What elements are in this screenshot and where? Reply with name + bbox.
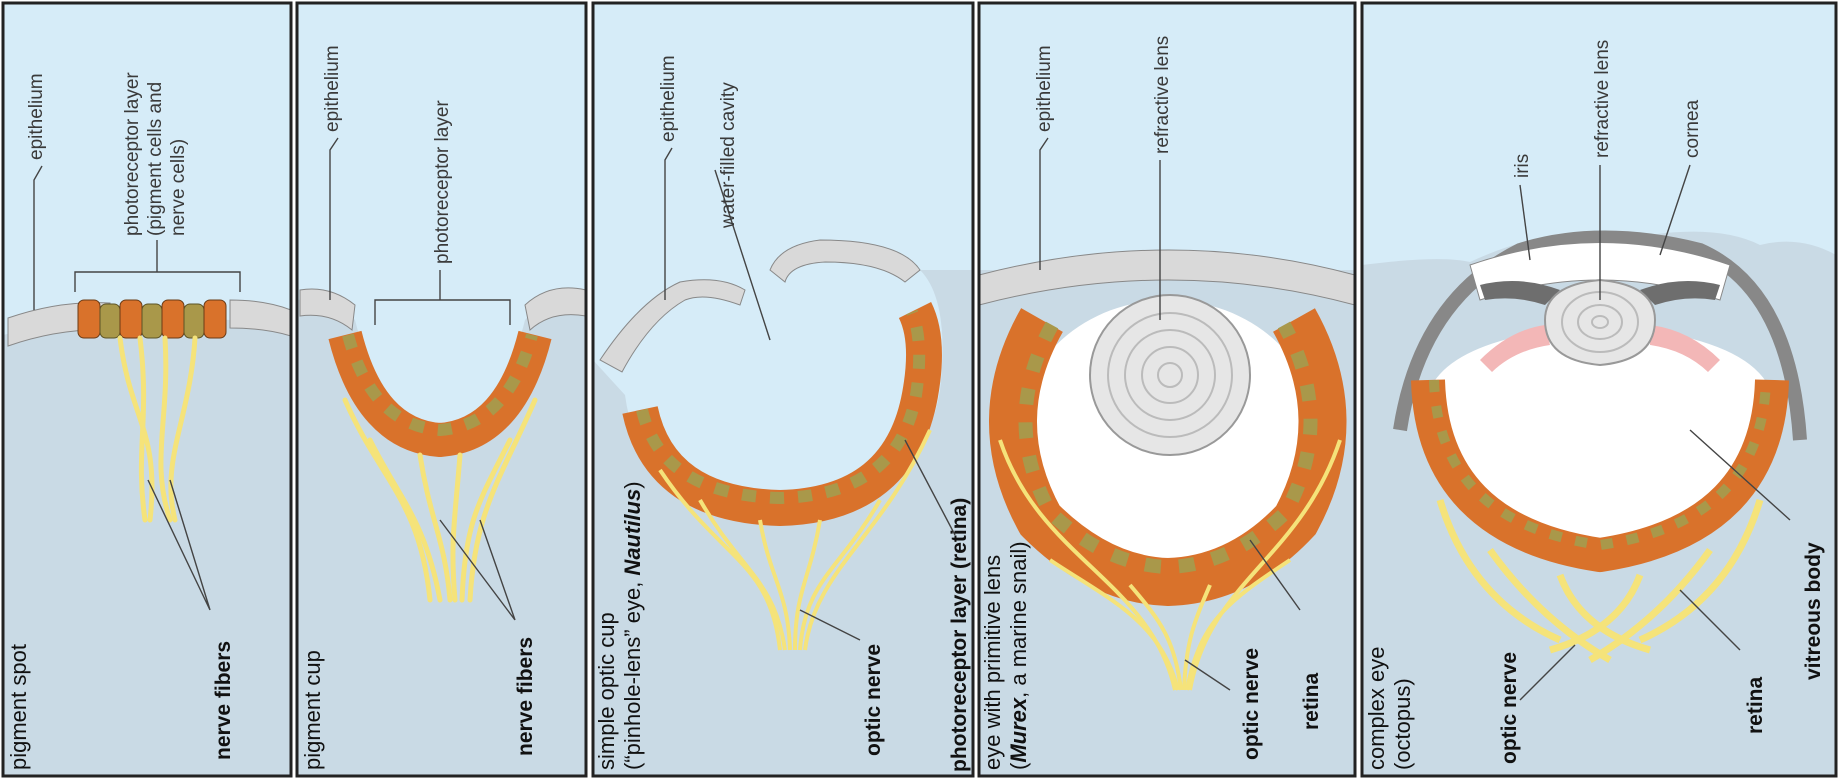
label-retina: photoreceptor layer (retina)	[948, 498, 971, 772]
label-epithelium: epithelium	[1034, 45, 1055, 132]
label-epithelium: epithelium	[26, 73, 47, 160]
label-water-cavity: water-filled cavity	[718, 82, 739, 229]
label-iris: iris	[1512, 154, 1533, 178]
panel-title-line2: (Murex, a marine snail)	[1006, 541, 1031, 770]
refractive-lens	[1090, 295, 1250, 455]
label-retina: retina	[1300, 672, 1323, 730]
label-photoreceptor: photoreceptor layer	[432, 100, 453, 264]
panel-simple-optic-cup: epithelium water-filled cavity optic ner…	[593, 3, 973, 776]
panel-title-line1: simple optic cup	[594, 612, 619, 770]
panel-title: pigment spot	[6, 644, 31, 770]
label-cornea: cornea	[1682, 99, 1703, 158]
label-nerve-fibers: nerve fibers	[514, 637, 537, 756]
panel-title-line2: (octopus)	[1390, 678, 1415, 770]
label-photoreceptor-1: photoreceptor layer	[122, 72, 143, 236]
label-epithelium: epithelium	[322, 45, 343, 132]
label-optic-nerve: optic nerve	[1240, 648, 1263, 760]
panel-pigment-spot: epithelium photoreceptor layer (pigment …	[3, 3, 291, 776]
panel-title-line2: (“pinhole-lens” eye, Nautilus)	[620, 481, 645, 770]
panel-title-line1: complex eye	[1364, 646, 1389, 770]
label-epithelium: epithelium	[658, 55, 679, 142]
panel-title: pigment cup	[300, 650, 325, 770]
label-retina: retina	[1744, 676, 1767, 734]
label-optic-nerve: optic nerve	[1498, 652, 1521, 764]
panel-title-line1: eye with primitive lens	[980, 555, 1005, 770]
label-optic-nerve: optic nerve	[862, 644, 885, 756]
tissue-region	[3, 316, 291, 776]
label-lens: refractive lens	[1592, 40, 1613, 158]
label-vitreous: vitreous body	[1802, 542, 1825, 680]
panel-pigment-cup: epithelium photoreceptor layer nerve fib…	[297, 3, 586, 776]
label-nerve-fibers: nerve fibers	[212, 641, 235, 760]
photoreceptor-cells	[78, 300, 226, 338]
label-photoreceptor-2: (pigment cells and	[145, 82, 166, 236]
label-lens: refractive lens	[1152, 36, 1173, 154]
panel-primitive-lens: epithelium refractive lens optic nerve r…	[979, 3, 1355, 776]
panel-complex-eye: iris refractive lens cornea optic nerve …	[1362, 3, 1836, 776]
label-photoreceptor-3: nerve cells)	[168, 139, 189, 236]
